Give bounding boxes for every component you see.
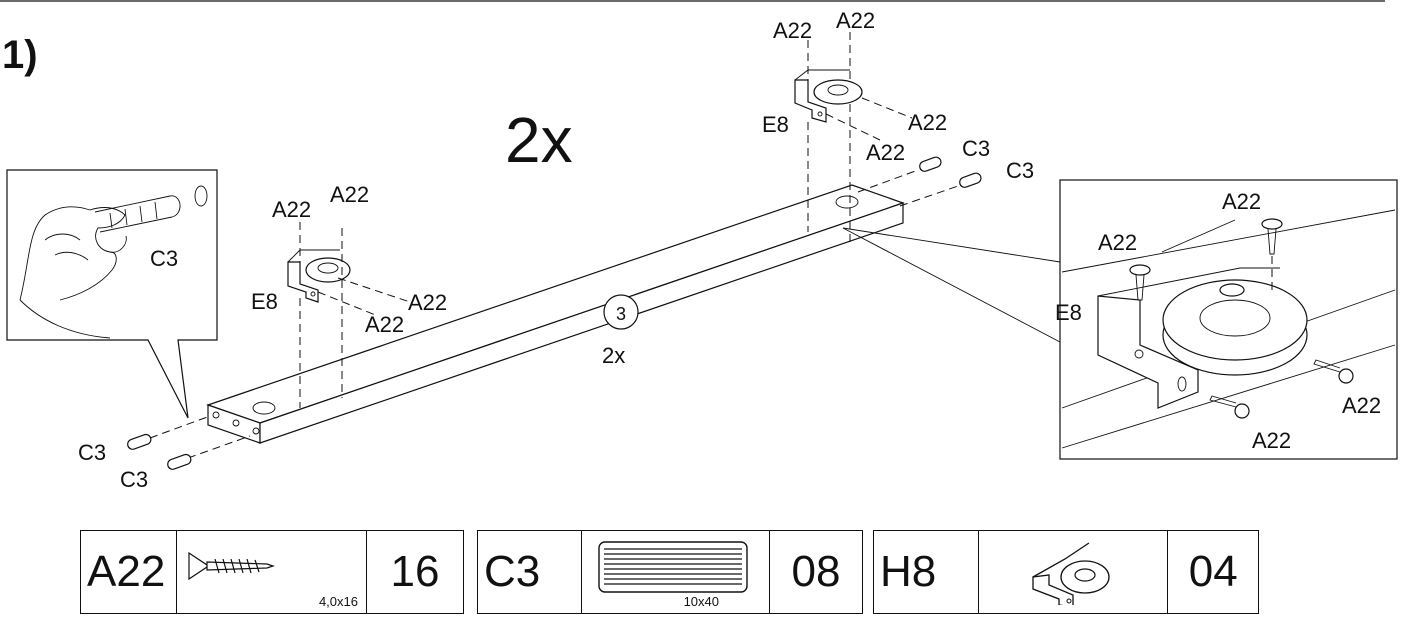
part-qty: 04 bbox=[1188, 547, 1238, 596]
label-e8: E8 bbox=[251, 289, 278, 314]
panel-qty: 2x bbox=[602, 343, 625, 368]
dowel-icon bbox=[598, 541, 748, 593]
detail-inset: A22 A22 E8 A22 A22 bbox=[842, 179, 1398, 460]
label-a22: A22 bbox=[773, 18, 812, 43]
dowels-right: C3 C3 bbox=[857, 136, 1034, 207]
label-a22: A22 bbox=[1222, 189, 1261, 214]
part-code: A22 bbox=[81, 531, 177, 613]
panel-id: 3 bbox=[616, 304, 626, 324]
label-a22: A22 bbox=[1342, 393, 1381, 418]
part-size: 4,0x16 bbox=[318, 594, 358, 609]
multiplier-label: 2x bbox=[505, 104, 573, 176]
label-a22: A22 bbox=[330, 182, 369, 207]
screw-icon bbox=[188, 551, 275, 581]
caster-left: A22 A22 E8 A22 A22 bbox=[251, 182, 447, 408]
label-a22: A22 bbox=[1252, 428, 1291, 453]
part-box-c3: C3 10x40 08 bbox=[477, 530, 863, 614]
label-a22: A22 bbox=[365, 312, 404, 337]
rail-panel-3: 3 2x bbox=[206, 184, 905, 444]
part-box-h8: H8 04 bbox=[873, 530, 1259, 614]
part-illustration: 4,0x16 bbox=[177, 531, 367, 613]
label-a22: A22 bbox=[1098, 230, 1137, 255]
screw-icon bbox=[1129, 264, 1151, 340]
part-illustration bbox=[979, 531, 1169, 613]
label-e8: E8 bbox=[1055, 300, 1082, 325]
dowels-left: C3 C3 bbox=[78, 415, 251, 492]
part-code: H8 bbox=[874, 531, 980, 613]
label-e8: E8 bbox=[762, 112, 789, 137]
label-a22: A22 bbox=[908, 110, 947, 135]
label-a22: A22 bbox=[272, 197, 311, 222]
part-code: C3 bbox=[478, 531, 582, 613]
caster-icon bbox=[1032, 542, 1111, 605]
screw-icon bbox=[1313, 359, 1354, 384]
dowel-hole bbox=[194, 185, 208, 207]
part-box-a22: A22 4,0x16 16 bbox=[80, 530, 464, 614]
label-c3-inset: C3 bbox=[150, 246, 178, 271]
screw-icon bbox=[1209, 395, 1250, 419]
label-c3: C3 bbox=[120, 467, 148, 492]
label-c3: C3 bbox=[962, 136, 990, 161]
part-qty: 16 bbox=[390, 547, 440, 596]
screw-icon bbox=[1261, 218, 1283, 290]
panel-id-circle bbox=[603, 294, 639, 330]
step-number: 1) bbox=[2, 33, 38, 77]
label-c3: C3 bbox=[78, 440, 106, 465]
label-c3: C3 bbox=[1006, 158, 1034, 183]
label-a22: A22 bbox=[866, 140, 905, 165]
caster-right: A22 A22 E8 A22 A22 bbox=[762, 8, 947, 244]
part-size: 10x40 bbox=[683, 594, 719, 609]
label-a22: A22 bbox=[836, 8, 875, 33]
hand-inset: C3 bbox=[6, 169, 218, 419]
part-illustration: 10x40 bbox=[582, 531, 770, 613]
part-qty: 08 bbox=[791, 547, 841, 596]
label-a22: A22 bbox=[408, 290, 447, 315]
